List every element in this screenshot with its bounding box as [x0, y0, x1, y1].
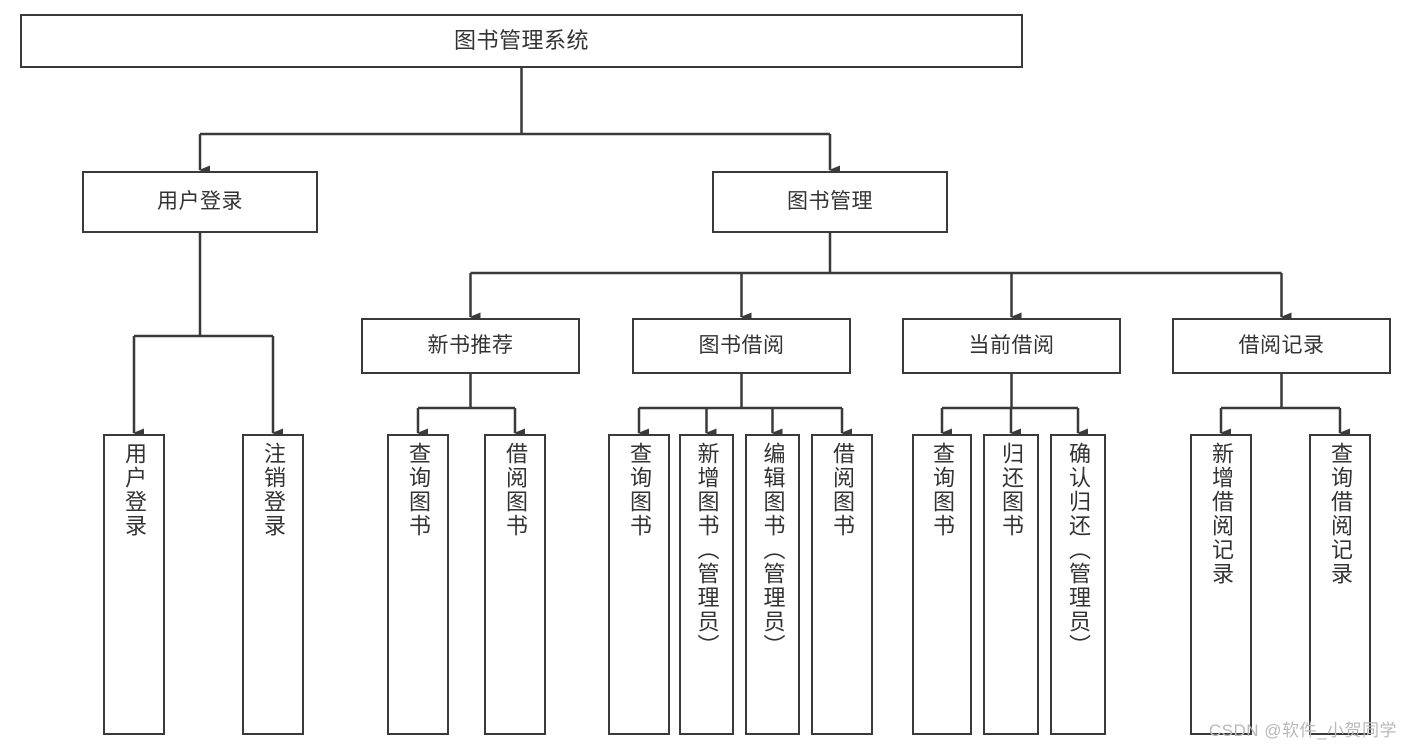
- node-leaf-query-book-new-label: 查询图书: [406, 442, 431, 538]
- node-user-login-label: 用户登录: [157, 189, 243, 213]
- node-leaf-user-login-label: 用户登录: [122, 442, 147, 538]
- node-borrow-record-label: 借阅记录: [1238, 333, 1325, 357]
- node-book-borrow[interactable]: 图书借阅: [632, 318, 851, 374]
- node-leaf-query-book-current-label: 查询图书: [930, 442, 955, 538]
- node-leaf-query-book-new[interactable]: 查询图书: [387, 434, 449, 735]
- node-leaf-add-borrow-record-label: 新增借阅记录: [1209, 442, 1234, 586]
- node-leaf-query-borrow-record-label: 查询借阅记录: [1328, 442, 1353, 586]
- node-leaf-query-borrow-record[interactable]: 查询借阅记录: [1309, 434, 1371, 735]
- node-leaf-add-book-admin-label: 新增图书（管理员）: [694, 442, 720, 658]
- node-new-book-recommend[interactable]: 新书推荐: [361, 318, 580, 374]
- node-borrow-record[interactable]: 借阅记录: [1172, 318, 1391, 374]
- node-root-book-management-system[interactable]: 图书管理系统: [20, 14, 1023, 68]
- node-leaf-edit-book-admin[interactable]: 编辑图书（管理员）: [745, 434, 800, 735]
- node-leaf-borrow-book-label: 借阅图书: [830, 442, 855, 538]
- node-leaf-logout-label: 注销登录: [261, 442, 286, 538]
- node-book-management[interactable]: 图书管理: [712, 171, 948, 233]
- node-root-book-management-system-label: 图书管理系统: [453, 28, 589, 54]
- node-leaf-return-book[interactable]: 归还图书: [983, 434, 1039, 735]
- node-leaf-query-book-label: 查询图书: [627, 442, 652, 538]
- node-book-borrow-label: 图书借阅: [698, 333, 785, 357]
- node-leaf-add-book-admin[interactable]: 新增图书（管理员）: [679, 434, 734, 735]
- node-user-login[interactable]: 用户登录: [82, 171, 318, 233]
- node-book-management-label: 图书管理: [787, 189, 873, 213]
- node-leaf-logout[interactable]: 注销登录: [242, 434, 304, 735]
- node-leaf-borrow-book-new[interactable]: 借阅图书: [484, 434, 546, 735]
- node-new-book-recommend-label: 新书推荐: [427, 333, 514, 357]
- node-leaf-return-book-label: 归还图书: [999, 442, 1024, 538]
- node-leaf-edit-book-admin-label: 编辑图书（管理员）: [760, 442, 786, 658]
- node-leaf-query-book-current[interactable]: 查询图书: [912, 434, 972, 735]
- node-leaf-confirm-return-admin-label: 确认归还（管理员）: [1066, 442, 1091, 658]
- node-leaf-add-borrow-record[interactable]: 新增借阅记录: [1190, 434, 1252, 735]
- node-leaf-borrow-book-new-label: 借阅图书: [503, 442, 528, 538]
- edge-group: [132, 68, 1350, 438]
- node-leaf-borrow-book[interactable]: 借阅图书: [811, 434, 873, 735]
- node-leaf-query-book[interactable]: 查询图书: [608, 434, 670, 735]
- node-current-borrow[interactable]: 当前借阅: [902, 318, 1121, 374]
- node-current-borrow-label: 当前借阅: [968, 333, 1055, 357]
- node-leaf-user-login[interactable]: 用户登录: [103, 434, 165, 735]
- node-leaf-confirm-return-admin[interactable]: 确认归还（管理员）: [1050, 434, 1106, 735]
